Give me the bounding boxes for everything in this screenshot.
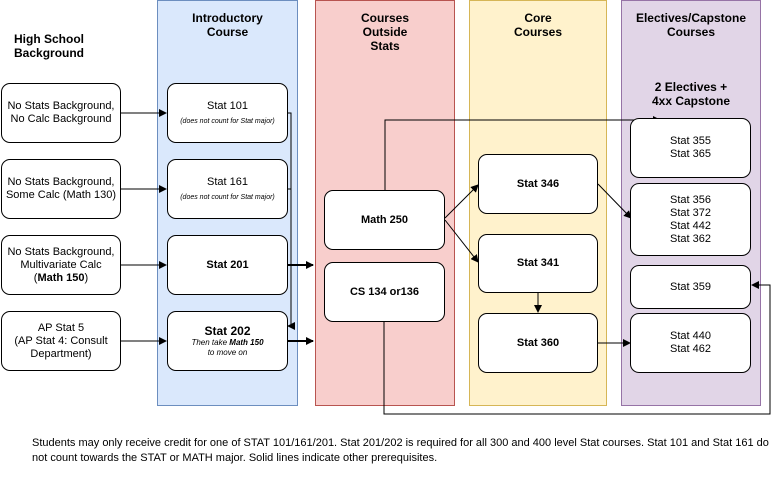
course-note: (does not count for Stat major) xyxy=(180,118,275,125)
background-heading: High School Background xyxy=(14,32,124,60)
elective-group-356-362: Stat 356 Stat 372 Stat 442 Stat 362 xyxy=(630,183,751,256)
background-text: No Stats Background, Some Calc (Math 130… xyxy=(5,176,117,201)
elective-group-355-365: Stat 355 Stat 365 xyxy=(630,118,751,178)
course-title: Stat 201 xyxy=(206,258,249,271)
course-note-bold: Math 150 xyxy=(229,337,264,347)
course-stat-201: Stat 201 xyxy=(167,235,288,295)
elective-stat-359: Stat 359 xyxy=(630,265,751,309)
elective-list: Stat 359 xyxy=(670,280,711,293)
arrow-cs134-stat359 xyxy=(383,281,771,415)
course-stat-101: Stat 101 (does not count for Stat major) xyxy=(167,83,288,143)
outside-column-title: Courses Outside Stats xyxy=(360,11,410,53)
course-stat-202: Stat 202 Then take Math 150 to move on xyxy=(167,311,288,371)
background-text: No Stats Background, Multivariate Calc xyxy=(7,245,115,271)
core-column-title: Core Courses xyxy=(513,11,563,39)
background-box-multivariate-calc: No Stats Background, Multivariate Calc (… xyxy=(1,235,121,295)
course-note: Then take xyxy=(191,337,230,347)
background-box-some-calc: No Stats Background, Some Calc (Math 130… xyxy=(1,159,121,219)
arrow-math250-capstone xyxy=(384,116,661,190)
course-stat-360: Stat 360 xyxy=(478,313,598,373)
course-title: CS 134 or136 xyxy=(349,285,420,298)
course-title: Math 250 xyxy=(360,213,409,226)
course-note: to move on xyxy=(207,347,248,357)
elective-list: Stat 356 Stat 372 Stat 442 Stat 362 xyxy=(670,193,711,245)
arrow-math250-stat341 xyxy=(444,219,479,263)
paren-open: ( xyxy=(33,271,38,284)
course-stat-341: Stat 341 xyxy=(478,234,598,293)
course-title: Stat 202 xyxy=(204,323,251,338)
elective-list: Stat 355 Stat 365 xyxy=(670,135,711,160)
electives-header: 2 Electives + 4xx Capstone xyxy=(651,80,731,108)
course-title: Stat 161 xyxy=(207,176,248,188)
arrow-math250-stat346 xyxy=(444,184,479,219)
elective-group-440-462: Stat 440 Stat 462 xyxy=(630,313,751,373)
course-note: (does not count for Stat major) xyxy=(180,194,275,201)
course-title: Stat 101 xyxy=(207,100,248,112)
paren-close: ) xyxy=(84,271,89,284)
electives-column-title: Electives/Capstone Courses xyxy=(635,11,747,39)
course-stat-346: Stat 346 xyxy=(478,154,598,214)
elective-list: Stat 440 Stat 462 xyxy=(670,330,711,355)
course-title: Stat 360 xyxy=(516,336,560,349)
course-math-250: Math 250 xyxy=(324,190,445,250)
intro-column-title: Introductory Course xyxy=(192,11,263,39)
course-cs-134: CS 134 or136 xyxy=(324,262,445,322)
arrow-stat346-electives xyxy=(597,183,632,219)
background-box-no-stats-no-calc: No Stats Background, No Calc Background xyxy=(1,83,121,143)
background-box-ap-stat: AP Stat 5 (AP Stat 4: Consult Department… xyxy=(1,311,121,371)
background-heading-text: High School Background xyxy=(14,32,85,60)
course-stat-161: Stat 161 (does not count for Stat major) xyxy=(167,159,288,219)
arrow-stat101-stat202 xyxy=(287,112,295,330)
background-text: No Stats Background, No Calc Background xyxy=(7,100,115,125)
background-text: AP Stat 5 (AP Stat 4: Consult Department… xyxy=(14,321,108,360)
course-title: Stat 341 xyxy=(516,257,560,269)
course-title: Stat 346 xyxy=(516,177,560,190)
math150-label: Math 150 xyxy=(37,271,85,284)
footer-note: Students may only receive credit for one… xyxy=(32,437,769,464)
